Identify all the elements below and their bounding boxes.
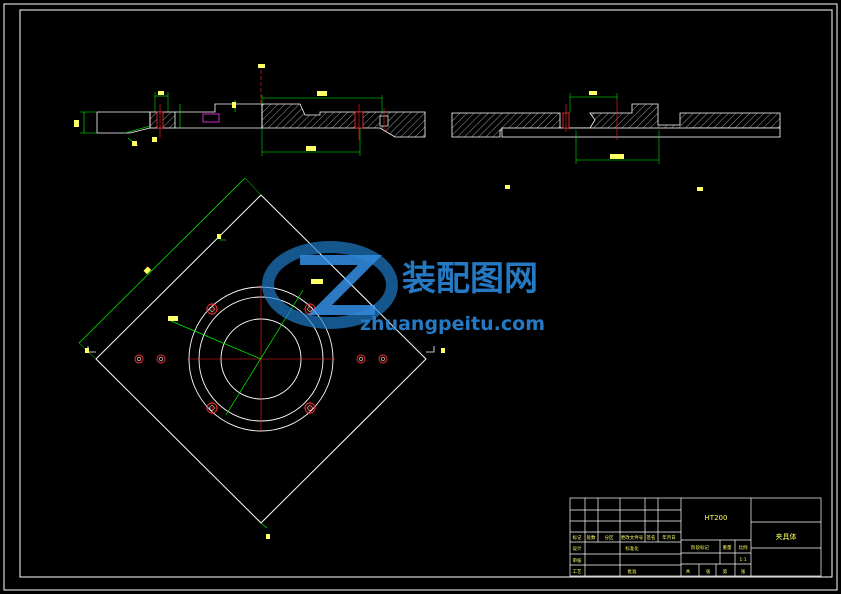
inner-frame [19, 9, 833, 578]
plan-view [78, 177, 445, 539]
sheets-total: 共 [686, 568, 691, 575]
date-label: 年月日 [662, 534, 676, 541]
watermark-logo-icon [262, 241, 398, 329]
outer-frame [3, 3, 838, 591]
stage-label: 阶段标记 [691, 544, 709, 551]
section-view-left [74, 64, 426, 156]
sheets-unit-b: 张 [741, 568, 746, 575]
process-label: 工艺 [573, 569, 582, 575]
section-view-right [451, 91, 781, 191]
sheets-unit-a: 张 [706, 568, 711, 575]
title-block-material: HT200 [705, 514, 728, 522]
watermark-brand: 装配图网 [402, 259, 538, 299]
zone-label: 分区 [605, 534, 614, 541]
title-block-part-name: 夹具体 [776, 532, 797, 541]
change-doc-label: 更改文件号 [621, 534, 644, 541]
sheets-index: 第 [723, 568, 728, 575]
sign-label: 签名 [647, 534, 656, 541]
count-label: 处数 [587, 534, 596, 541]
title-block [569, 497, 822, 577]
scale-label: 比例 [739, 544, 748, 551]
check-label: 审核 [573, 557, 582, 564]
title-block-text: HT200 夹具体 1:1 标记 处数 分区 更改文件号 签名 年月日 设计 标… [573, 514, 797, 575]
approve-label: 批准 [628, 568, 637, 575]
watermark-url: zhuangpeitu.com [360, 313, 545, 335]
watermark: 装配图网 zhuangpeitu.com [262, 241, 545, 335]
title-block-scale: 1:1 [739, 557, 746, 563]
standard-label: 标准化 [625, 545, 639, 552]
design-label: 设计 [573, 545, 582, 552]
mark-label: 标记 [573, 534, 582, 541]
weight-label: 重量 [723, 544, 732, 551]
